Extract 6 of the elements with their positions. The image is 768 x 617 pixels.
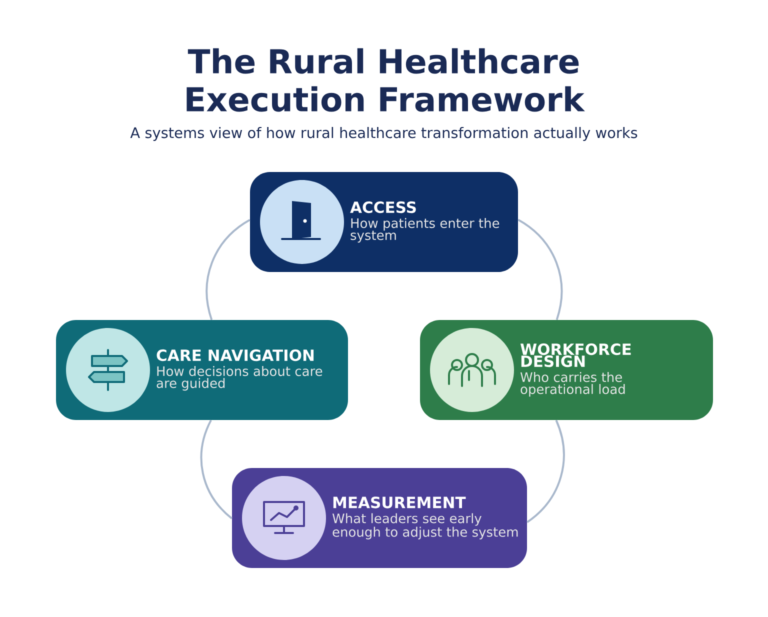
subtitle: A systems view of how rural healthcare transformation actually works	[130, 126, 638, 141]
connector-arc	[200, 420, 232, 520]
title: The Rural Healthcare Execution Framework	[186, 48, 585, 112]
connector-arc	[518, 218, 563, 320]
connector-arc	[206, 219, 250, 320]
connector-arc	[526, 420, 565, 523]
